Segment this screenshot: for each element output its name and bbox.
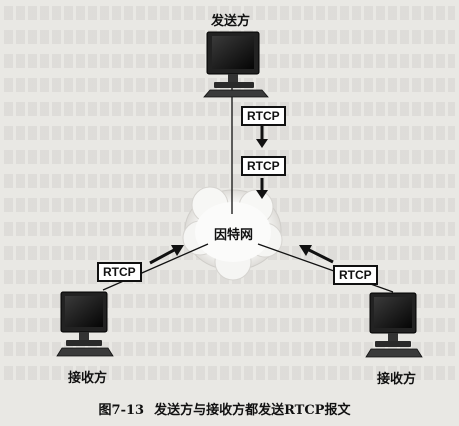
internet-cloud: [182, 186, 283, 281]
right-receiver-label: 接收方: [377, 372, 417, 387]
right-receiver-computer-icon: [365, 292, 423, 358]
diagonal-arrow-icon: [299, 245, 334, 264]
left-receiver-computer-icon: [56, 291, 114, 357]
left-receiver-label: 接收方: [68, 371, 108, 386]
rtcp-packet-label: RTCP: [241, 156, 286, 176]
figure-caption: 图7-13 发送方与接收方都发送RTCP报文: [0, 399, 459, 418]
rtcp-packet-label: RTCP: [97, 262, 142, 282]
down-arrow-icon: [256, 178, 268, 199]
sender-label: 发送方: [211, 14, 251, 29]
network-label: 因特网: [214, 228, 254, 243]
down-arrow-icon: [256, 126, 268, 148]
figure-number: 图7-13: [98, 403, 145, 418]
sender-computer-icon: [203, 31, 269, 98]
rtcp-packet-label: RTCP: [241, 106, 286, 126]
rtcp-packet-label: RTCP: [333, 265, 378, 285]
diagonal-arrow-icon: [149, 245, 184, 265]
figure-caption-text: 发送方与接收方都发送RTCP报文: [154, 403, 351, 418]
left-receiver-link-line: [102, 243, 209, 291]
